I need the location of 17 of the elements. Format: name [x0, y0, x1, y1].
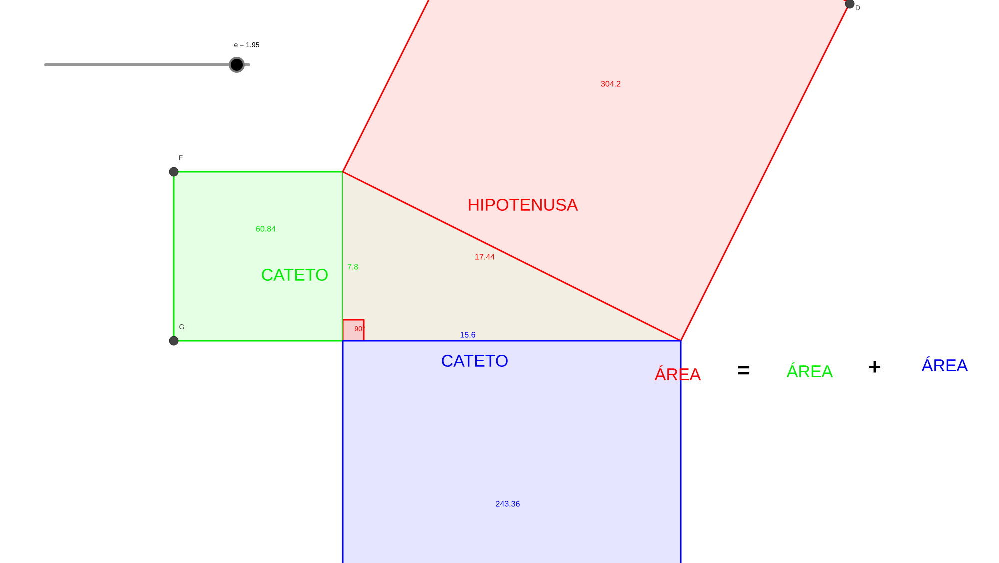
side-label: CATETO	[262, 268, 328, 282]
square	[342, 0, 851, 342]
area-value: 304.2	[601, 81, 621, 87]
equation-term: ÁREA	[786, 362, 834, 378]
area-value: 60.84	[256, 226, 276, 232]
side-label: CATETO	[442, 354, 508, 368]
equals-sign: =	[738, 366, 750, 375]
side-length: 7.8	[348, 264, 358, 270]
right-angle-mark	[343, 319, 365, 341]
area-value: 243.36	[496, 501, 520, 507]
side-length: 15.6	[460, 332, 476, 338]
equation-term: ÁREA	[922, 356, 968, 372]
plus-sign: +	[870, 362, 881, 373]
side-length: 17.44	[476, 254, 495, 260]
triangle	[343, 172, 681, 341]
side-label: HIPOTENUSA	[469, 198, 578, 212]
square	[173, 171, 344, 342]
